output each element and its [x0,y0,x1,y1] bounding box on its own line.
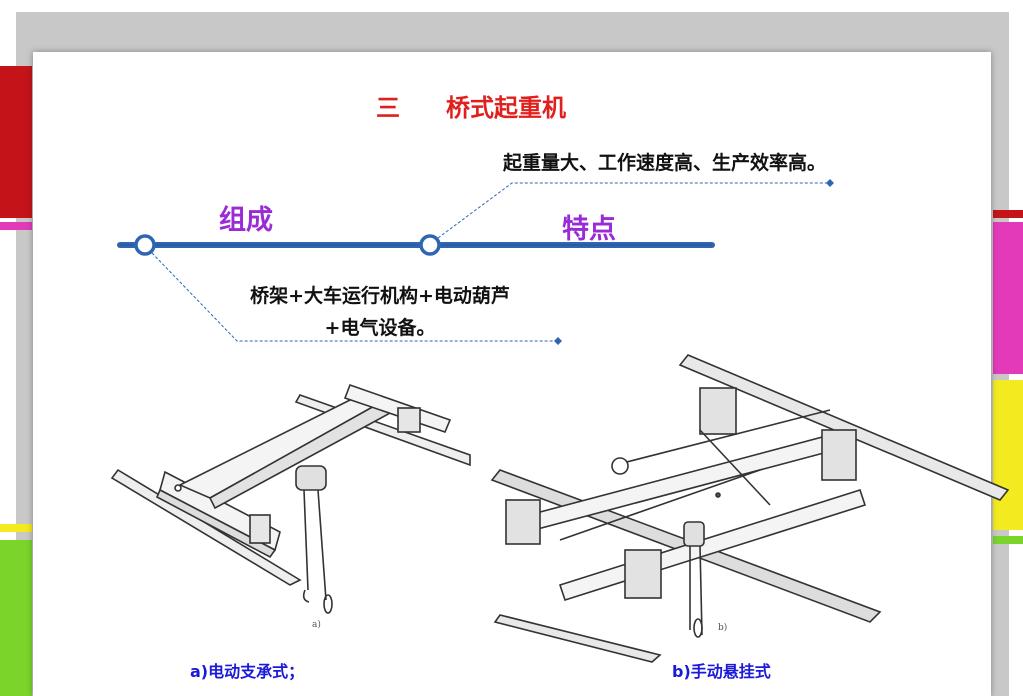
caption-b: b)手动悬挂式 [672,662,771,681]
composition-label: 组成 [219,205,273,236]
side-bar-yellow-right [993,380,1023,530]
diamond-marker-icon [554,337,562,345]
diamond-marker-icon [826,179,834,187]
features-text: 起重量大、工作速度高、生产效率高。 [503,152,827,174]
composition-connector [151,252,558,342]
side-bar-red-left [0,66,32,218]
side-bar-yellow-left [0,524,32,532]
side-bar-red-right [993,210,1023,218]
features-label: 特点 [562,214,616,245]
slide-canvas [33,52,991,696]
figure-b-crane [490,354,1010,663]
figure-a-crane [110,383,471,614]
side-bar-magenta-left [0,222,32,230]
figure-a-label: a) [312,619,321,630]
slide-title: 三 桥式起重机 [376,88,566,123]
title-text: 桥式起重机 [446,94,566,122]
composition-text: 桥架+大车运行机构+电动葫芦+电气设备。 [250,285,510,339]
figure-b-label: b) [718,622,727,633]
side-bar-magenta-right [993,222,1023,374]
features-connector [437,182,830,239]
top-margin [0,0,1023,12]
timeline-node-icon [134,234,156,256]
side-bar-green-left [0,540,32,696]
title-number: 三 [376,94,400,122]
side-bar-green-right [993,536,1023,544]
caption-a: a)电动支承式； [190,662,305,681]
timeline-node-icon [419,234,441,256]
